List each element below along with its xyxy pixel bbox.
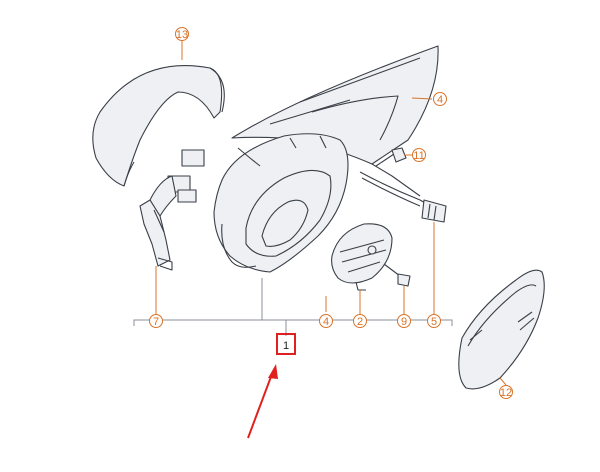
callout-4-top-label: 4 — [437, 94, 443, 106]
callout-9: 9 — [397, 314, 411, 328]
callout-4-bottom-label: 4 — [323, 316, 329, 328]
callout-13: 13 — [175, 27, 189, 41]
wiring-connector-part — [359, 171, 447, 223]
mirror-cap-part — [92, 65, 225, 187]
callout-9-label: 9 — [401, 316, 407, 328]
leader-lines — [155, 41, 507, 386]
bolt-part — [375, 147, 407, 167]
callout-12: 12 — [499, 385, 513, 399]
callout-5: 5 — [427, 314, 441, 328]
mirror-assembly-body — [213, 133, 349, 273]
callout-13-label: 13 — [176, 29, 188, 41]
main-part-number: 1 — [276, 333, 296, 355]
arrow-up-right-icon — [247, 364, 278, 439]
callout-11: 11 — [412, 148, 426, 162]
turn-signal-part — [139, 149, 205, 271]
screw-part — [383, 263, 411, 287]
adjustment-motor-part — [331, 223, 393, 291]
highlight-box — [276, 333, 296, 355]
mirror-glass-part — [458, 269, 545, 390]
callout-2-label: 2 — [357, 316, 363, 328]
callout-2: 2 — [353, 314, 367, 328]
callout-11-label: 11 — [413, 150, 424, 162]
callout-4-bottom: 4 — [319, 314, 333, 328]
main-part-number-label: 1 — [283, 340, 289, 352]
callout-7-label: 7 — [153, 316, 159, 328]
callout-5-label: 5 — [431, 316, 437, 328]
callout-4-top: 4 — [433, 92, 447, 106]
callout-7: 7 — [149, 314, 163, 328]
callout-12-label: 12 — [500, 387, 512, 399]
